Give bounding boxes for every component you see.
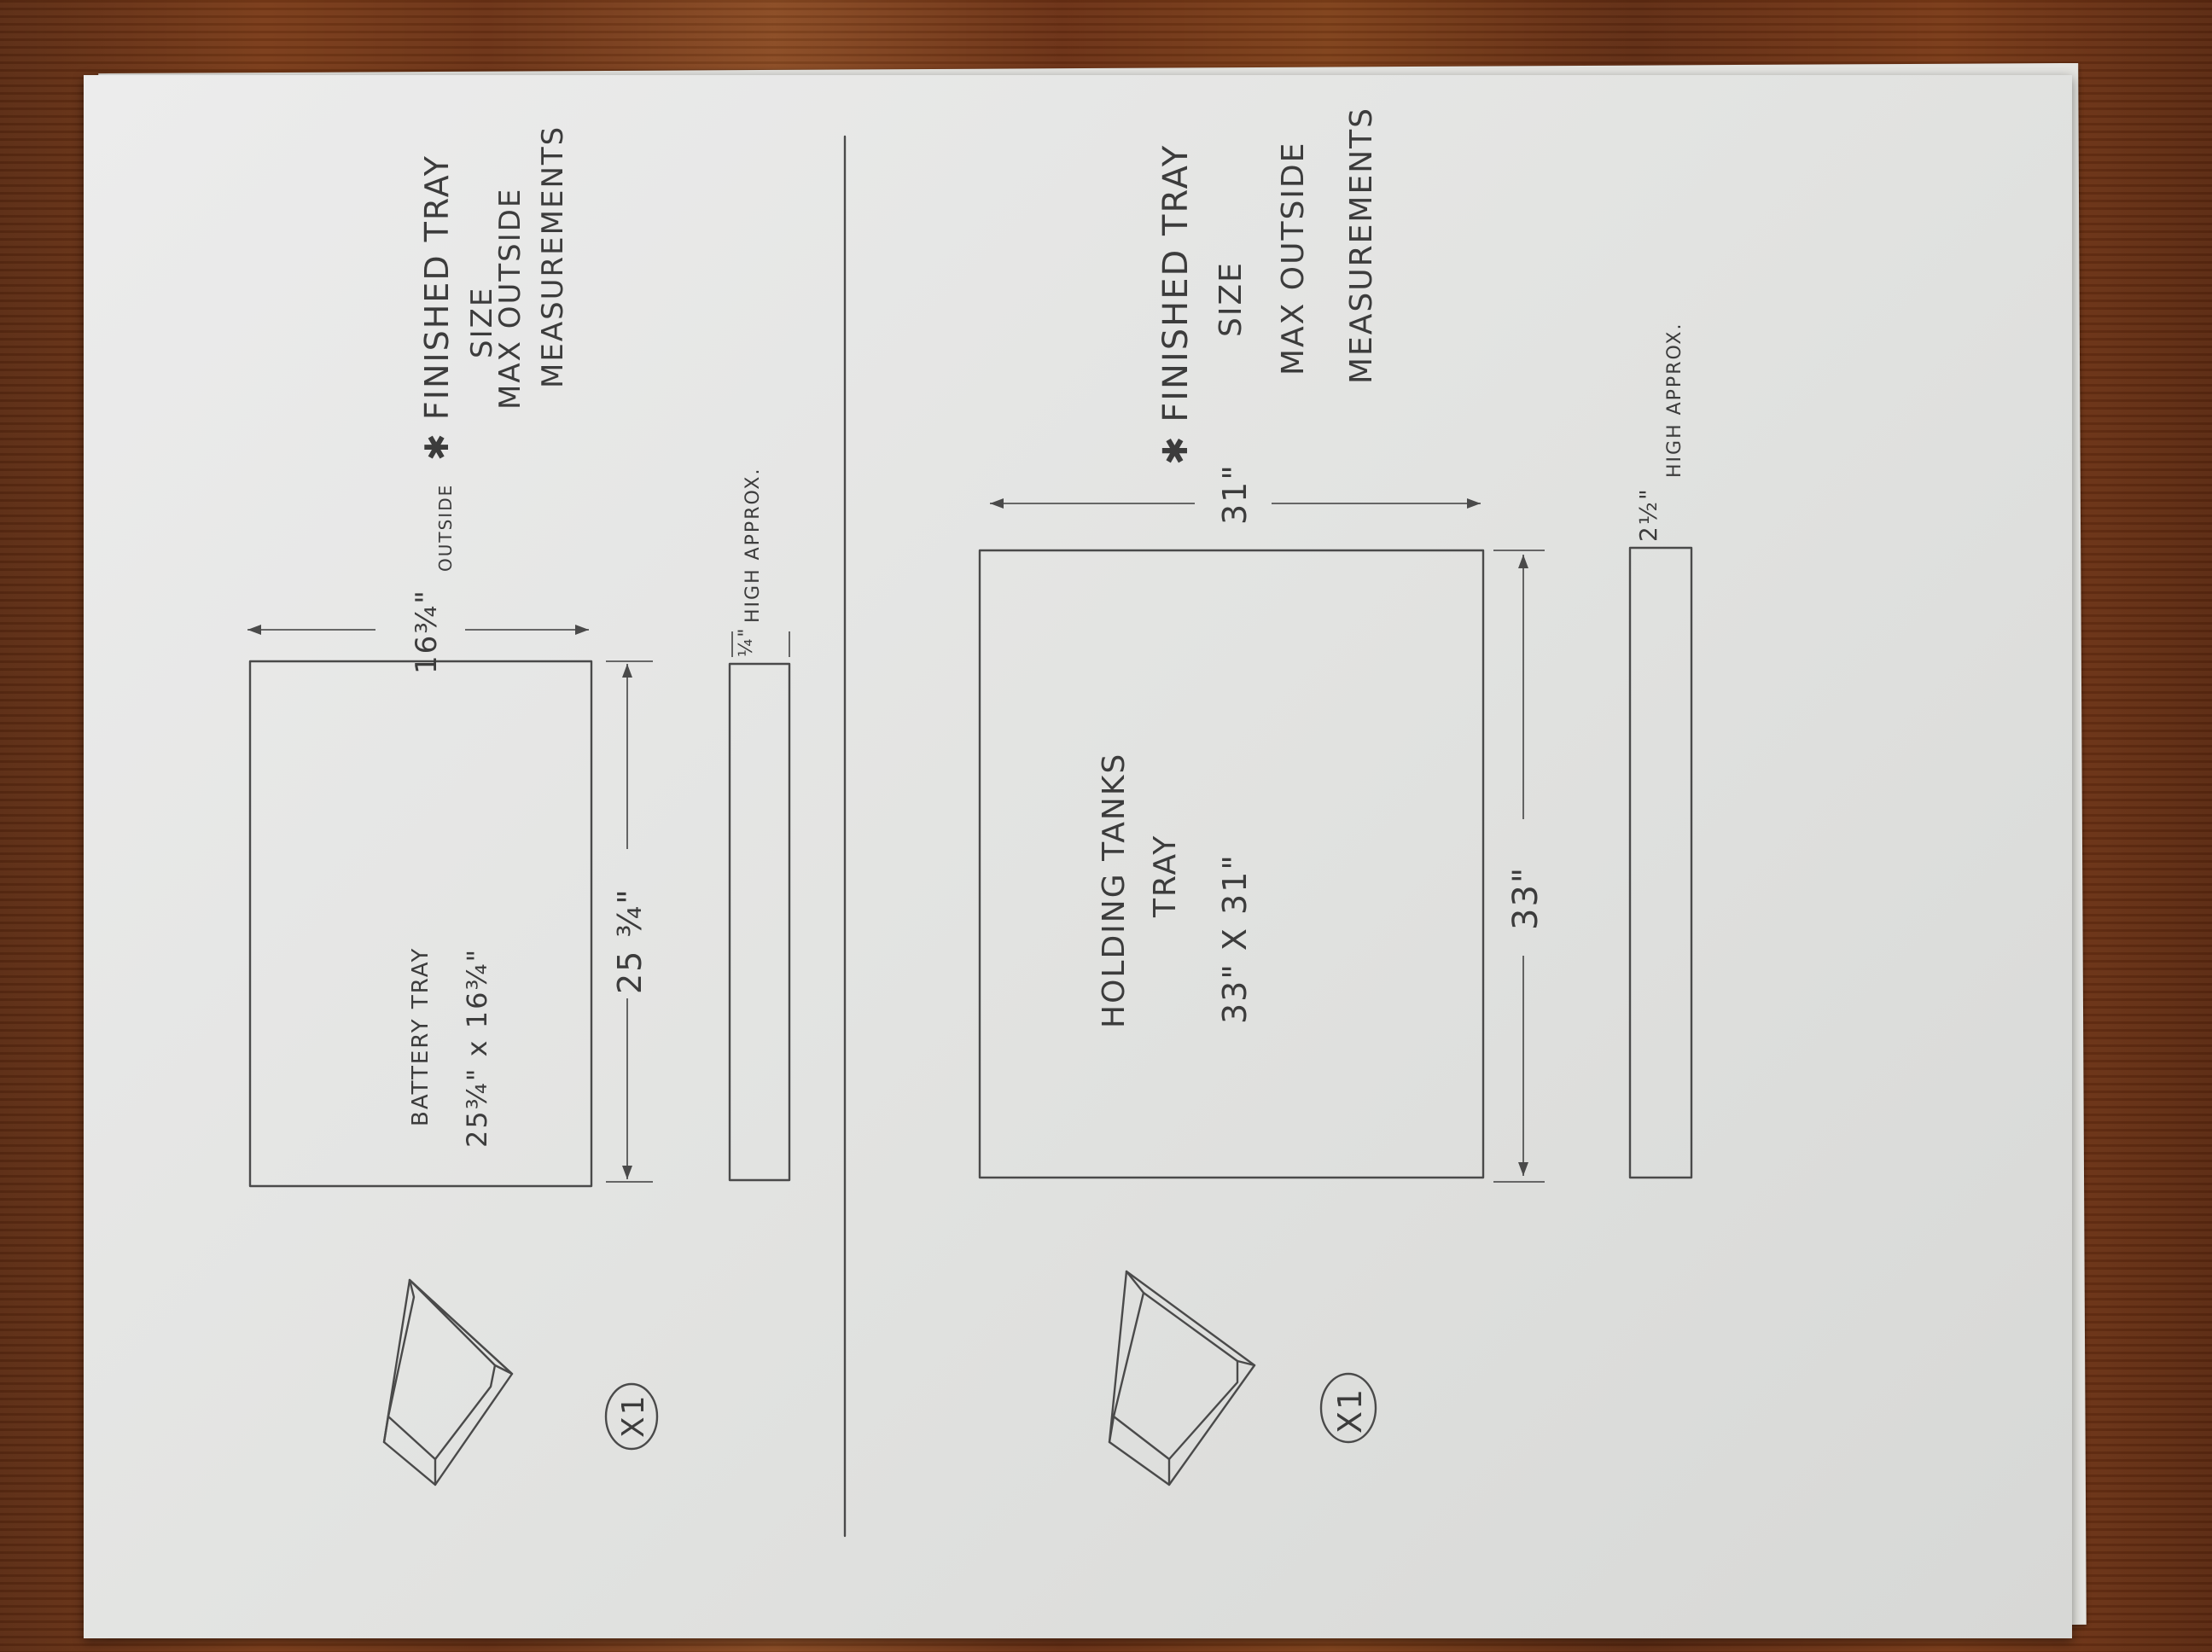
battery-tray-side-view [728, 662, 791, 1182]
holding-tray-section [978, 498, 1693, 1486]
holding-tray-label-line1: HOLDING TANKS [1097, 752, 1132, 1028]
battery-qty: X1 [616, 1393, 651, 1438]
battery-tray-size: 25¾" x 16¾" [461, 947, 493, 1148]
holding-height-note: HIGH APPROX. [1664, 322, 1685, 478]
battery-width-note: OUTSIDE [435, 483, 456, 572]
battery-note-line1: ✱ FINISHED TRAY [418, 154, 456, 461]
holding-width-dim: 31" [1216, 463, 1254, 525]
holding-tray-size: 33" X 31" [1216, 853, 1254, 1024]
battery-qty-circle [604, 1382, 659, 1451]
holding-note-line3: MAX OUTSIDE [1276, 141, 1311, 375]
battery-tray-isometric [382, 1278, 514, 1486]
battery-tray-label: BATTERY TRAY [408, 946, 434, 1126]
holding-length-dim: 33" [1506, 865, 1545, 930]
holding-tray-plan [978, 549, 1485, 1179]
holding-tray-isometric [1108, 1270, 1256, 1486]
battery-height-note: HIGH APPROX. [742, 467, 764, 623]
battery-height-dim: ¼" [736, 626, 757, 657]
battery-note-line3: MAX OUTSIDE [493, 187, 527, 410]
holding-tray-label-line2: TRAY [1148, 834, 1183, 917]
holding-qty: X1 [1331, 1387, 1369, 1434]
holding-qty-circle [1319, 1372, 1377, 1444]
battery-width-dim: 16¾" [410, 589, 444, 674]
drawing-sheet [84, 75, 2072, 1638]
battery-length-dim: 25 ¾" [611, 887, 649, 994]
battery-tray-plan [248, 660, 593, 1188]
holding-note-line4: MEASUREMENTS [1344, 107, 1379, 384]
holding-note-line2: SIZE [1214, 261, 1249, 337]
holding-tray-side-view [1628, 546, 1693, 1179]
holding-height-dim: 2½" [1634, 487, 1662, 542]
battery-tray-section [247, 625, 791, 1486]
holding-note-line1: ✱ FINISHED TRAY [1156, 143, 1196, 465]
battery-note-line4: MEASUREMENTS [536, 125, 570, 388]
